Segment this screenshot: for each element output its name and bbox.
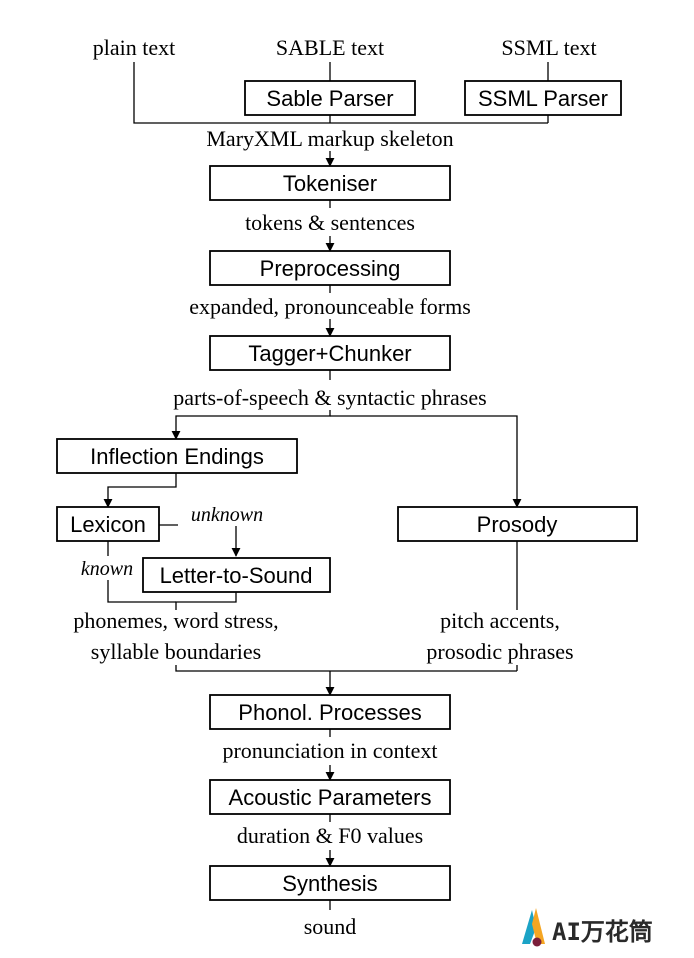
label-unknown: unknown bbox=[191, 504, 263, 526]
edge-to-lexicon bbox=[103, 473, 177, 508]
tokeniser-label: Tokeniser bbox=[283, 171, 377, 196]
tagger-label: Tagger+Chunker bbox=[248, 341, 411, 366]
acoustic-box bbox=[209, 779, 451, 815]
ssml-parser-box bbox=[464, 80, 622, 116]
watermark-logo-icon bbox=[522, 908, 545, 947]
inflection-label: Inflection Endings bbox=[90, 444, 264, 469]
label-maryxml: MaryXML markup skeleton bbox=[206, 126, 453, 151]
label-duration: duration & F0 values bbox=[237, 823, 423, 848]
edge-to-prosody bbox=[330, 415, 522, 508]
edge-merge-inputs bbox=[133, 62, 548, 124]
data-labels: plain text SABLE text SSML text MaryXML … bbox=[72, 35, 597, 939]
lts-label: Letter-to-Sound bbox=[160, 563, 313, 588]
label-pos: parts-of-speech & syntactic phrases bbox=[173, 385, 486, 410]
input-sable-text: SABLE text bbox=[276, 35, 384, 60]
label-tokens: tokens & sentences bbox=[245, 210, 415, 235]
label-pitch-line2: prosodic phrases bbox=[426, 639, 573, 664]
lexicon-label: Lexicon bbox=[70, 512, 146, 537]
phonol-box bbox=[209, 694, 451, 730]
input-plain-text: plain text bbox=[93, 35, 175, 60]
label-phonemes-line2: syllable boundaries bbox=[91, 639, 261, 664]
sable-parser-label: Sable Parser bbox=[266, 86, 393, 111]
module-boxes: Sable Parser SSML Parser Tokeniser Prepr… bbox=[56, 80, 638, 901]
label-sound: sound bbox=[304, 914, 357, 939]
prosody-box bbox=[397, 506, 638, 542]
watermark: AI万花筒 bbox=[522, 908, 653, 947]
synthesis-box bbox=[209, 865, 451, 901]
lexicon-box bbox=[56, 506, 160, 542]
phonol-label: Phonol. Processes bbox=[238, 700, 421, 725]
edge-phonemes-merge bbox=[175, 665, 517, 672]
preprocessing-label: Preprocessing bbox=[260, 256, 401, 281]
known-label-bg bbox=[72, 556, 142, 580]
synthesis-label: Synthesis bbox=[282, 871, 377, 896]
tagger-box bbox=[209, 335, 451, 371]
tokeniser-box bbox=[209, 165, 451, 201]
label-expanded: expanded, pronounceable forms bbox=[189, 294, 471, 319]
label-known: known bbox=[81, 558, 133, 580]
lts-box bbox=[142, 557, 331, 593]
label-pitch-line1: pitch accents, bbox=[440, 608, 560, 633]
label-phonemes-line1: phonemes, word stress, bbox=[73, 608, 278, 633]
prosody-label: Prosody bbox=[477, 512, 558, 537]
label-pronunciation: pronunciation in context bbox=[222, 738, 437, 763]
inflection-box bbox=[56, 438, 298, 474]
preprocessing-box bbox=[209, 250, 451, 286]
edge-lts-out bbox=[175, 592, 237, 610]
edge-to-inflection bbox=[171, 410, 331, 440]
watermark-text: AI万花筒 bbox=[552, 918, 653, 946]
connectors bbox=[103, 62, 549, 910]
unknown-label-bg bbox=[178, 502, 276, 526]
sable-parser-box bbox=[244, 80, 416, 116]
acoustic-label: Acoustic Parameters bbox=[229, 785, 432, 810]
input-ssml-text: SSML text bbox=[501, 35, 596, 60]
ssml-parser-label: SSML Parser bbox=[478, 86, 608, 111]
edge-unknown-to-lts bbox=[159, 524, 241, 557]
